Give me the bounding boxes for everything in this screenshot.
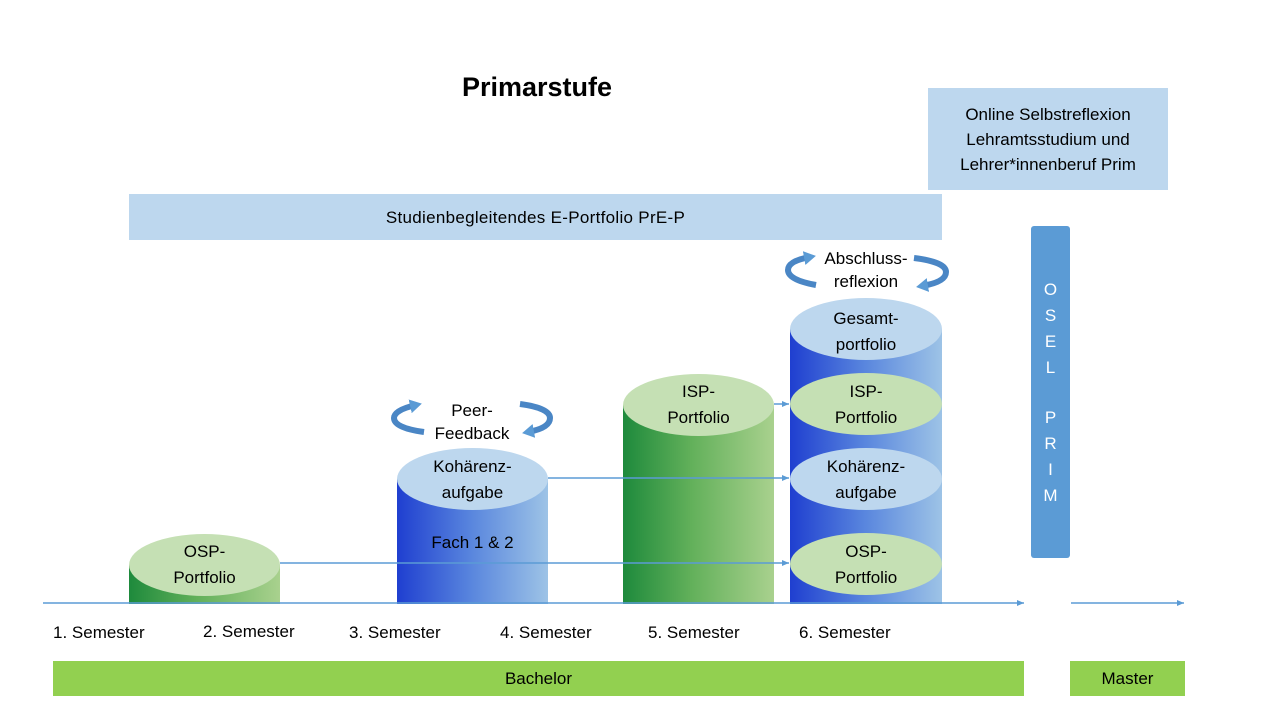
osp-label-1: OSP- bbox=[184, 542, 226, 561]
semester-5-label: 5. Semester bbox=[648, 623, 740, 642]
cycle-arrow-right-icon bbox=[519, 401, 554, 438]
kohaerenz6-label-1: Kohärenz- bbox=[827, 457, 905, 476]
page-title: Primarstufe bbox=[461, 72, 613, 102]
isp6-label-2: Portfolio bbox=[835, 408, 897, 427]
isp-label-1: ISP- bbox=[682, 382, 715, 401]
kohaerenz-label-1: Kohärenz- bbox=[433, 457, 511, 476]
gesamt-label-2: portfolio bbox=[836, 335, 896, 354]
isp6-label-1: ISP- bbox=[849, 382, 882, 401]
fach-label: Fach 1 & 2 bbox=[431, 533, 513, 552]
isp-label-2: Portfolio bbox=[667, 408, 729, 427]
cycle-arrow-left-icon bbox=[390, 399, 425, 435]
bachelor-bar: Bachelor bbox=[53, 661, 1024, 696]
abschluss-label-1: Abschluss- bbox=[824, 249, 907, 268]
osel-letter: L bbox=[1045, 358, 1056, 377]
osel-letter: I bbox=[1048, 460, 1053, 479]
cylinder-gesamt-sem6: Gesamt- portfolio ISP- Portfolio Kohären… bbox=[790, 298, 942, 604]
peer-feedback-cycle: Peer- Feedback bbox=[390, 399, 554, 443]
cycle-arrow-left-icon bbox=[784, 251, 817, 288]
osp-ellipse-sem6 bbox=[790, 533, 942, 595]
abschluss-label-2: reflexion bbox=[834, 272, 898, 291]
cylinder-isp-sem5: ISP- Portfolio bbox=[623, 374, 774, 604]
online-line-2: Lehramtsstudium und bbox=[966, 129, 1130, 149]
kohaerenz-label-2: aufgabe bbox=[442, 483, 503, 502]
osp-label-2: Portfolio bbox=[173, 568, 235, 587]
osel-prim-bar: O S E L P R I M bbox=[1031, 226, 1070, 558]
osel-letter: P bbox=[1044, 408, 1057, 427]
cycle-arrow-right-icon bbox=[913, 255, 950, 292]
online-line-3: Lehrer*innenberuf Prim bbox=[960, 154, 1136, 174]
semester-6-label: 6. Semester bbox=[799, 623, 891, 642]
abschluss-cycle: Abschluss- reflexion bbox=[784, 249, 950, 292]
osel-letter: E bbox=[1044, 332, 1057, 351]
isp-ellipse-sem6 bbox=[790, 373, 942, 435]
peer-label-2: Feedback bbox=[435, 424, 510, 443]
osp6-label-2: Portfolio bbox=[835, 568, 897, 587]
eportfolio-banner: Studienbegleitendes E-Portfolio PrE-P bbox=[129, 194, 942, 240]
kohaerenz6-label-2: aufgabe bbox=[835, 483, 896, 502]
gesamt-label-1: Gesamt- bbox=[833, 309, 898, 328]
cylinder-osp-sem1: OSP- Portfolio bbox=[129, 534, 280, 604]
kohaerenz-ellipse-sem6 bbox=[790, 448, 942, 510]
master-bar: Master bbox=[1070, 661, 1185, 696]
osel-letter: O bbox=[1043, 280, 1058, 299]
osp6-label-1: OSP- bbox=[845, 542, 887, 561]
semester-4-label: 4. Semester bbox=[500, 623, 592, 642]
osel-letter: M bbox=[1043, 486, 1058, 505]
online-selbstreflexion-box: Online Selbstreflexion Lehramtsstudium u… bbox=[928, 88, 1168, 190]
osel-letter: R bbox=[1044, 434, 1057, 453]
osel-letter: S bbox=[1044, 306, 1057, 325]
semester-1-label: 1. Semester bbox=[53, 623, 145, 642]
semester-2-label: 2. Semester bbox=[203, 622, 295, 641]
semester-3-label: 3. Semester bbox=[349, 623, 441, 642]
peer-label-1: Peer- bbox=[451, 401, 493, 420]
cylinder-kohaerenz-sem3: Kohärenz- aufgabe Fach 1 & 2 bbox=[397, 448, 548, 604]
online-line-1: Online Selbstreflexion bbox=[965, 104, 1131, 124]
